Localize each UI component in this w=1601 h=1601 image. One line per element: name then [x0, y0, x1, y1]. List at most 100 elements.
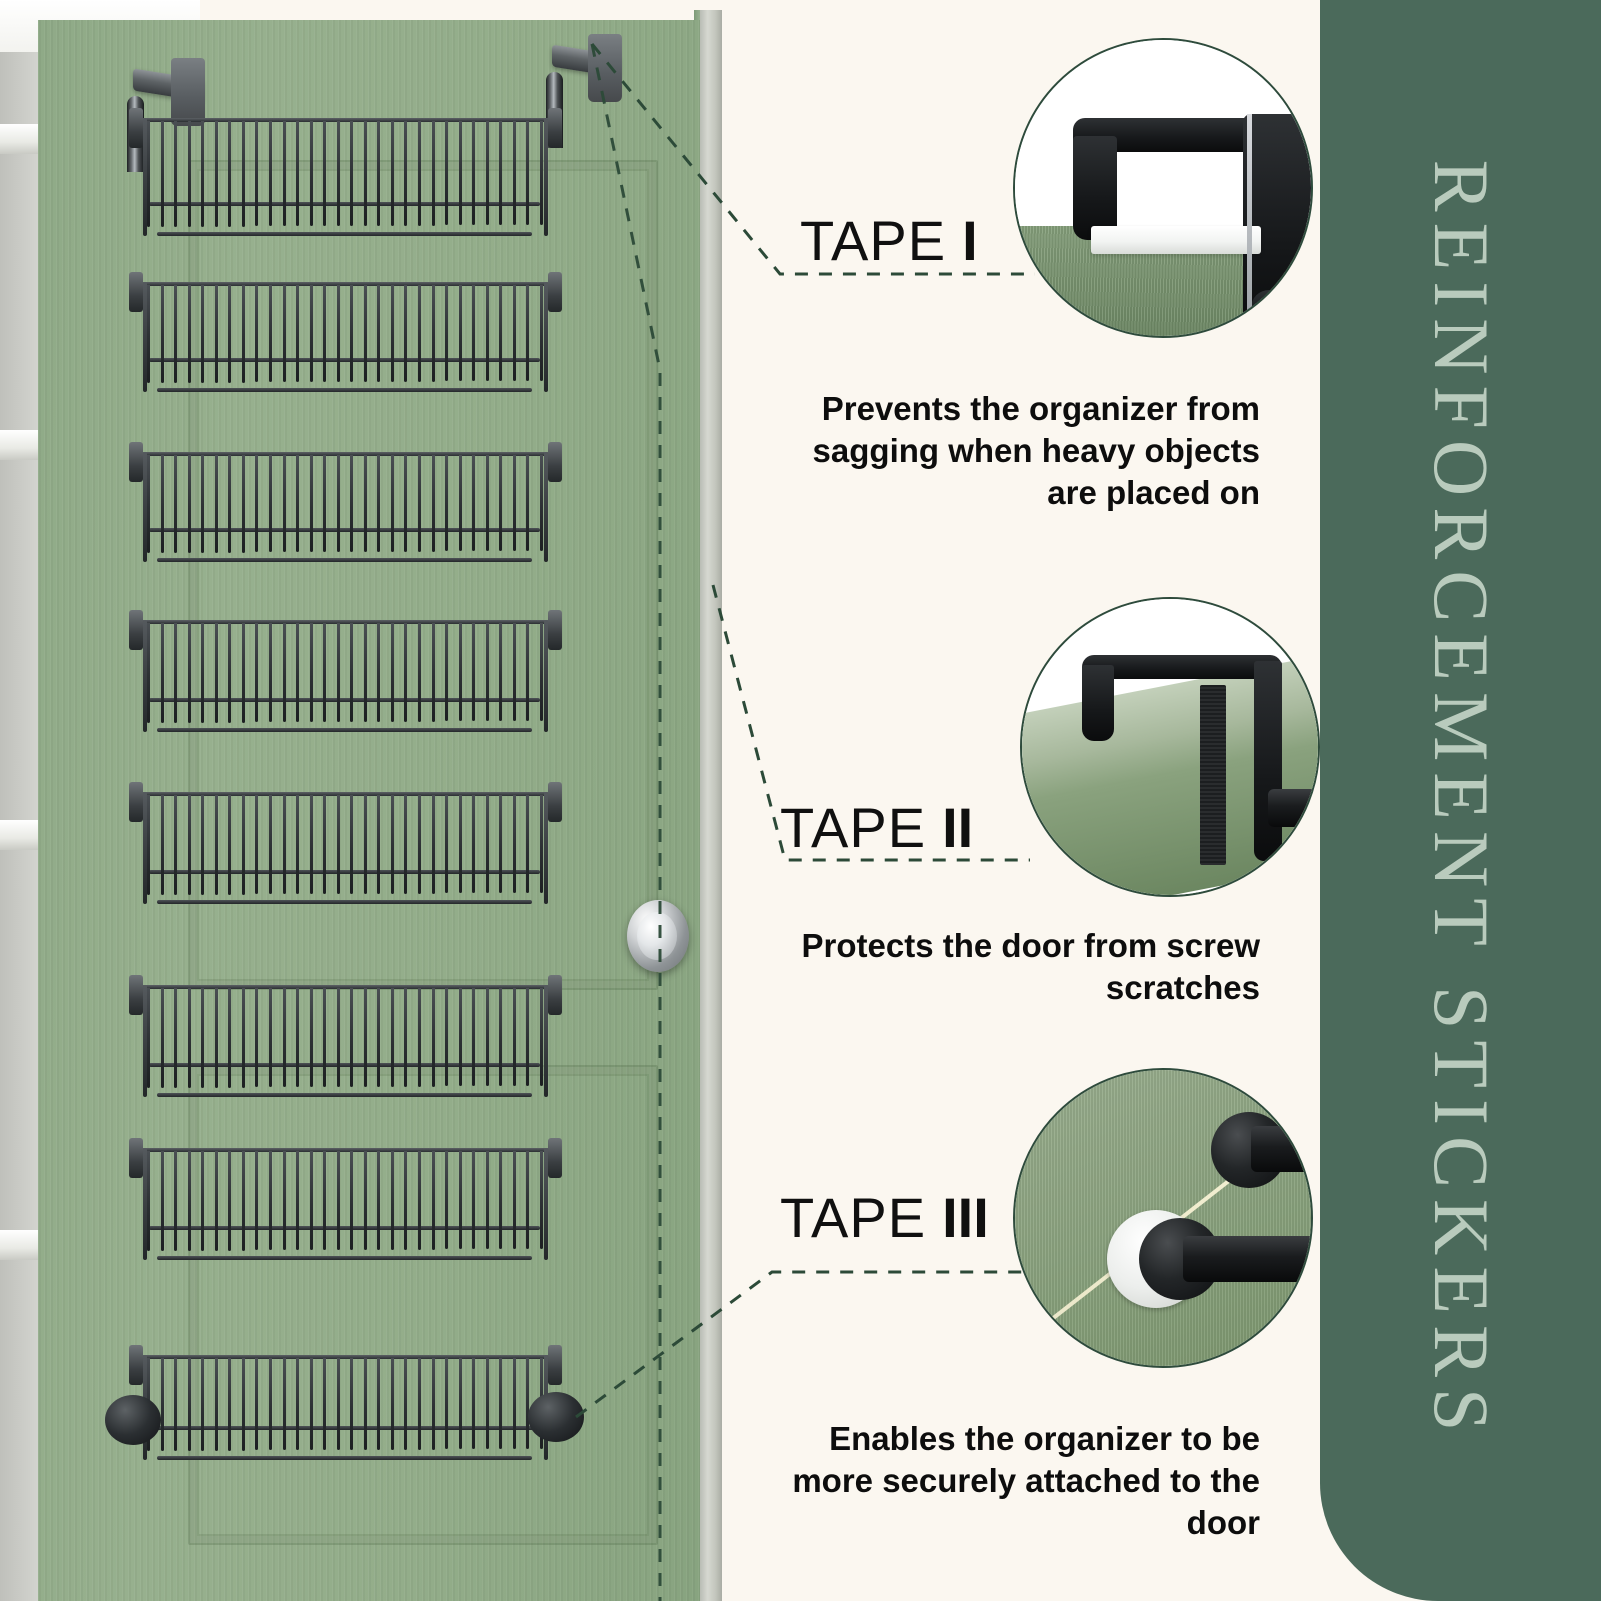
basket-wire [499, 455, 503, 552]
basket-wire [174, 988, 178, 1088]
basket-bracket [548, 782, 562, 822]
basket-bracket [548, 1345, 562, 1385]
basket-side-post [544, 452, 548, 562]
basket-wire [214, 455, 218, 553]
basket-bracket [548, 1138, 562, 1178]
basket-wire [296, 795, 300, 895]
basket-wire [418, 285, 422, 382]
basket-wire [472, 1358, 476, 1450]
basket-wire [282, 121, 286, 227]
basket-wire [282, 455, 286, 553]
basket-wire [255, 455, 259, 553]
basket-wire [526, 988, 530, 1087]
basket-wire [431, 623, 435, 722]
basket-wire [499, 1151, 503, 1250]
basket-wire [404, 623, 408, 722]
basket-wire [472, 455, 476, 552]
basket-wire [228, 1358, 232, 1451]
basket-wire [201, 623, 205, 723]
basket-wire [174, 623, 178, 723]
basket-wire [458, 795, 462, 894]
basket-wire [526, 623, 530, 722]
bracket-curl [1251, 290, 1311, 330]
basket-wire [445, 1358, 449, 1450]
basket-wire [147, 1151, 150, 1251]
hook-tab [588, 34, 622, 102]
wire-basket [141, 1355, 550, 1460]
wire-basket [141, 620, 550, 732]
basket-wire [228, 121, 232, 227]
basket-wire [404, 795, 408, 894]
basket-wire [512, 285, 516, 382]
basket-wire [160, 795, 164, 895]
basket-wire [445, 1151, 449, 1250]
basket-wire [540, 623, 543, 721]
basket-bottom-rail [157, 1093, 532, 1097]
basket-wire [174, 1151, 178, 1251]
basket-wire [485, 1358, 489, 1450]
basket-wire [201, 1358, 205, 1451]
foam-tape-strip [1200, 685, 1226, 865]
basket-wire [241, 1151, 245, 1251]
basket-wire [512, 121, 516, 226]
basket-front-rail [149, 870, 540, 874]
basket-side-post [143, 1148, 147, 1260]
basket-wire [363, 1151, 367, 1250]
basket-bracket [129, 1345, 143, 1385]
basket-wire [472, 285, 476, 382]
basket-wire [445, 285, 449, 382]
basket-wire [377, 455, 381, 552]
basket-top-rail [141, 282, 550, 286]
basket-wire [214, 285, 218, 383]
basket-wire [485, 1151, 489, 1250]
basket-wire [485, 121, 489, 226]
bracket-edge-highlight [1247, 114, 1252, 332]
basket-wire [540, 795, 543, 893]
detail-photo-tape-3 [1013, 1068, 1313, 1368]
basket-wire [228, 795, 232, 895]
basket-front-rail [149, 1063, 540, 1067]
basket-wire [296, 455, 300, 553]
basket-wire [187, 1358, 191, 1451]
basket-side-post [143, 620, 147, 732]
basket-wire [282, 1358, 286, 1451]
rod-top [1251, 1126, 1311, 1172]
basket-wire [160, 1358, 164, 1451]
basket-wire [201, 1151, 205, 1251]
basket-wire [187, 121, 191, 227]
basket-wire [540, 988, 543, 1086]
basket-wire [187, 623, 191, 723]
basket-wire [472, 623, 476, 722]
basket-wire [309, 285, 313, 383]
basket-wire [174, 121, 178, 227]
basket-wire [390, 285, 394, 382]
basket-wire [268, 795, 272, 895]
basket-top-rail [141, 118, 550, 122]
basket-wire [241, 455, 245, 553]
basket-wire [390, 1151, 394, 1250]
basket-side-post [143, 985, 147, 1097]
bracket-left-leg [1082, 665, 1114, 741]
basket-wire [309, 988, 313, 1088]
basket-wire [268, 1151, 272, 1251]
basket-wire [418, 1358, 422, 1450]
basket-wire [499, 285, 503, 382]
basket-wire [499, 1358, 503, 1450]
basket-wire [296, 988, 300, 1088]
basket-wire [363, 988, 367, 1087]
basket-top-rail [141, 792, 550, 796]
wire-basket [141, 1148, 550, 1260]
basket-side-post [544, 620, 548, 732]
basket-wire [255, 1151, 259, 1251]
basket-wire [526, 285, 530, 382]
basket-side-post [143, 792, 147, 904]
basket-wire [296, 1358, 300, 1451]
basket-wire [187, 285, 191, 383]
basket-wire [174, 795, 178, 895]
basket-wire [540, 1151, 543, 1249]
basket-wire [377, 1358, 381, 1450]
feature-numeral: I [962, 209, 978, 272]
